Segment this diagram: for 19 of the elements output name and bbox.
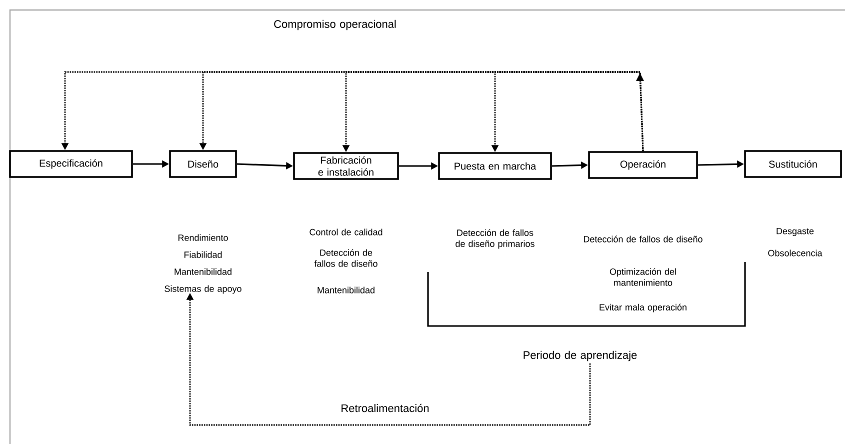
- note-text: Control de calidad: [310, 228, 382, 236]
- note-text: Detección de fallos de diseño: [584, 236, 702, 242]
- process-box: Puesta en marcha: [438, 152, 552, 180]
- note-text: Optimización del mantenimiento: [610, 268, 676, 286]
- note-text: Detección de fallos de diseño: [314, 249, 378, 267]
- heading-text: Compromiso operacional: [274, 20, 396, 30]
- process-box: Sustitución: [744, 150, 842, 178]
- note-text: Mantenibilidad: [318, 286, 374, 294]
- process-box: Fabricación e instalación: [293, 152, 399, 180]
- process-box: Operación: [588, 151, 698, 179]
- note-text: Desgaste: [776, 228, 814, 236]
- note-text: Periodo de aprendizaje: [524, 350, 637, 362]
- note-text: Obsolecencia: [768, 250, 822, 256]
- process-box: Especificación: [9, 150, 133, 178]
- process-box: Diseño: [169, 150, 237, 178]
- attribute-list: Rendimiento Fiabilidad Mantenibilidad Sistemas de apoyo: [164, 234, 242, 294]
- note-text: Detección de fallos de diseño primarios: [456, 229, 534, 249]
- edge-label: Retroalimentación: [340, 402, 430, 414]
- note-text: Evitar mala operación: [600, 304, 686, 312]
